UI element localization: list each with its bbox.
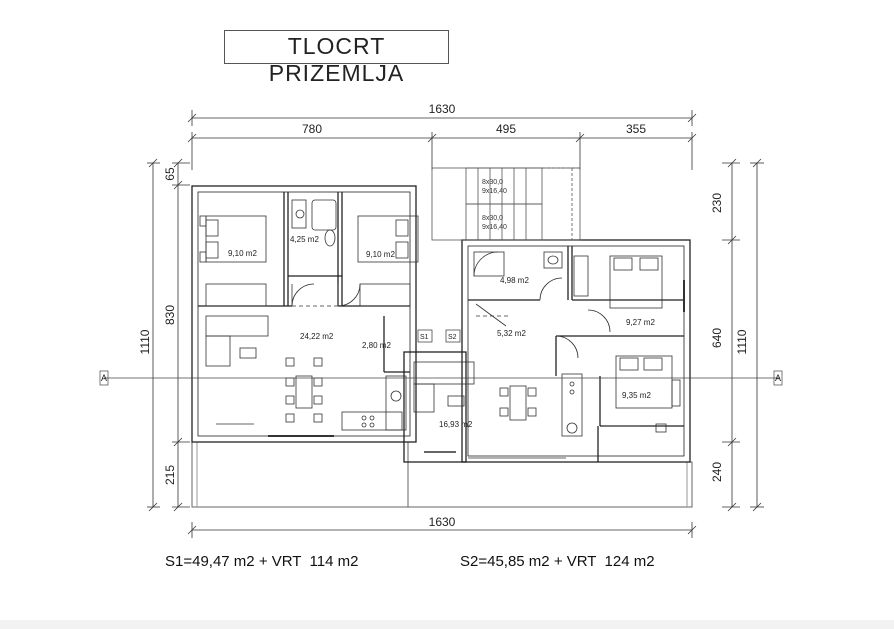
room-area-hall-1: 2,80 m2	[362, 341, 391, 350]
dimension-lines	[147, 110, 764, 538]
unit-marker-s2: S2	[448, 334, 457, 341]
summary-unit-1: S1=49,47 m2 + VRT 114 m2	[165, 553, 359, 570]
section-marker-right: A	[775, 373, 781, 383]
dining-table-2	[509, 385, 527, 421]
sofa-2	[413, 361, 475, 385]
dim-right-2: 640	[710, 328, 724, 348]
room-area-hall-2: 5,32 m2	[497, 329, 526, 338]
furniture-unit-2	[413, 251, 685, 459]
plan-title-box: TLOCRT PRIZEMLJA	[224, 30, 449, 86]
unit-1-walls	[191, 185, 417, 443]
room-area-bedroom-4: 9,35 m2	[622, 391, 651, 400]
dim-top-seg-1: 780	[302, 122, 322, 136]
unit-marker-s1: S1	[420, 334, 429, 341]
dim-right-total: 1110	[735, 329, 749, 354]
plan-title: TLOCRT PRIZEMLJA	[268, 33, 405, 86]
dim-right-1: 230	[710, 193, 724, 213]
dim-left-total: 1110	[138, 329, 152, 354]
room-area-bedroom-2: 9,10 m2	[366, 250, 395, 259]
dim-left-2: 830	[163, 305, 177, 325]
furniture-unit-1	[199, 199, 419, 437]
dim-left-1: 65	[163, 167, 177, 181]
bed-1	[205, 215, 267, 263]
dim-top-seg-2: 495	[496, 122, 516, 136]
stairs-upper-1: 8x30,0	[482, 179, 503, 186]
room-area-bedroom-1: 9,10 m2	[228, 249, 257, 258]
stairs-lower-2: 9x16,40	[482, 224, 507, 231]
dim-bottom-total: 1630	[429, 515, 456, 529]
stairs-lower-1: 8x30,0	[482, 215, 503, 222]
dining-table-1	[295, 375, 313, 409]
stairs	[431, 167, 581, 241]
dim-top-total: 1630	[429, 102, 456, 116]
bed-2	[357, 215, 419, 263]
room-area-bedroom-3: 9,27 m2	[626, 318, 655, 327]
bottom-strip	[0, 620, 894, 629]
stairs-upper-2: 9x16,40	[482, 188, 507, 195]
section-line	[99, 370, 783, 386]
kitchen-counter-1	[341, 411, 403, 431]
dim-left-3: 215	[163, 465, 177, 485]
room-area-living-2: 16,93 m2	[439, 420, 473, 429]
sofa-1	[205, 315, 269, 337]
dim-top-seg-3: 355	[626, 122, 646, 136]
room-area-living-1: 24,22 m2	[300, 332, 334, 341]
summary-unit-2: S2=45,85 m2 + VRT 124 m2	[460, 553, 655, 570]
room-area-bath-2: 4,98 m2	[500, 276, 529, 285]
room-area-bath-1: 4,25 m2	[290, 235, 319, 244]
kitchen-counter-2	[561, 373, 583, 437]
dim-right-3: 240	[710, 462, 724, 482]
bed-3	[609, 255, 663, 309]
section-marker-left: A	[101, 373, 107, 383]
